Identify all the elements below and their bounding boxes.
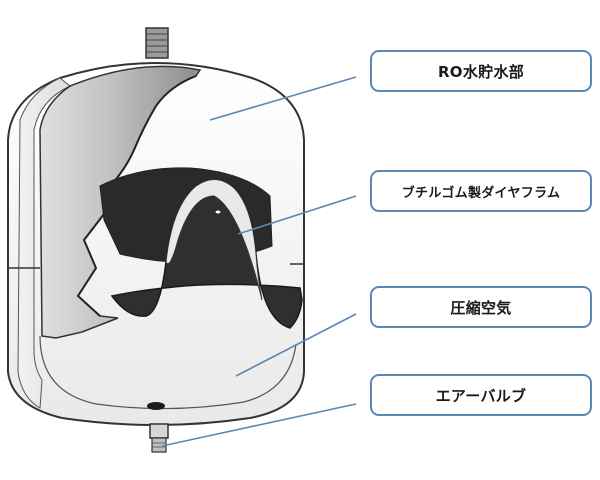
- top-fitting: [145, 27, 169, 59]
- lower-chamber: [39, 335, 297, 410]
- leader-diaphragm: [237, 195, 357, 235]
- leader-lines: [161, 76, 357, 447]
- callout-air-valve-text: エアーバルブ: [435, 386, 527, 405]
- callout-compressed-air: 圧縮空気: [370, 286, 592, 328]
- callout-ro-storage: RO水貯水部: [370, 50, 592, 92]
- tank-shell-left: [17, 77, 71, 409]
- air-valve: [149, 423, 169, 453]
- diaphragm: [110, 178, 303, 329]
- leader-compressed-air: [235, 313, 357, 377]
- drain-hole: [147, 402, 165, 410]
- callout-compressed-air-text: 圧縮空気: [450, 298, 512, 317]
- leader-air-valve: [161, 403, 357, 447]
- callout-diaphragm-text: ブチルゴム製ダイヤフラム: [401, 185, 561, 201]
- callout-air-valve: エアーバルブ: [370, 374, 592, 416]
- leader-ro-storage: [209, 76, 357, 121]
- callout-diaphragm: ブチルゴム製ダイヤフラム: [370, 170, 592, 212]
- callout-ro-storage-text: RO水貯水部: [437, 62, 525, 81]
